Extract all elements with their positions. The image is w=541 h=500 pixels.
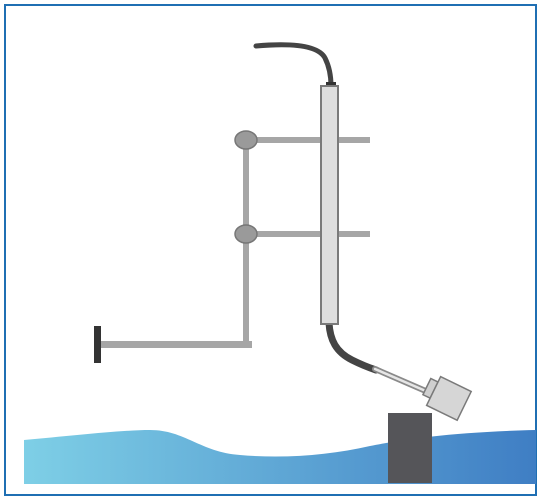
water-surface (24, 430, 536, 484)
bracket-upper-crossbar (249, 137, 370, 143)
clamp-knob (234, 130, 258, 150)
probe-rod-highlight (373, 367, 430, 394)
sensor-tube-outline (320, 85, 339, 325)
wall-mount-plate (94, 326, 101, 363)
support-post (388, 413, 432, 483)
sensor-tube (321, 86, 338, 324)
bracket-horizontal-arm (99, 341, 252, 348)
sensor-head-body (425, 375, 473, 422)
sensor-head (372, 366, 473, 422)
bracket-lower-crossbar (249, 231, 370, 237)
cable (253, 42, 334, 89)
clamp-knob (234, 224, 258, 244)
flexible-conduit (325, 319, 380, 374)
diagram-border (4, 4, 537, 496)
